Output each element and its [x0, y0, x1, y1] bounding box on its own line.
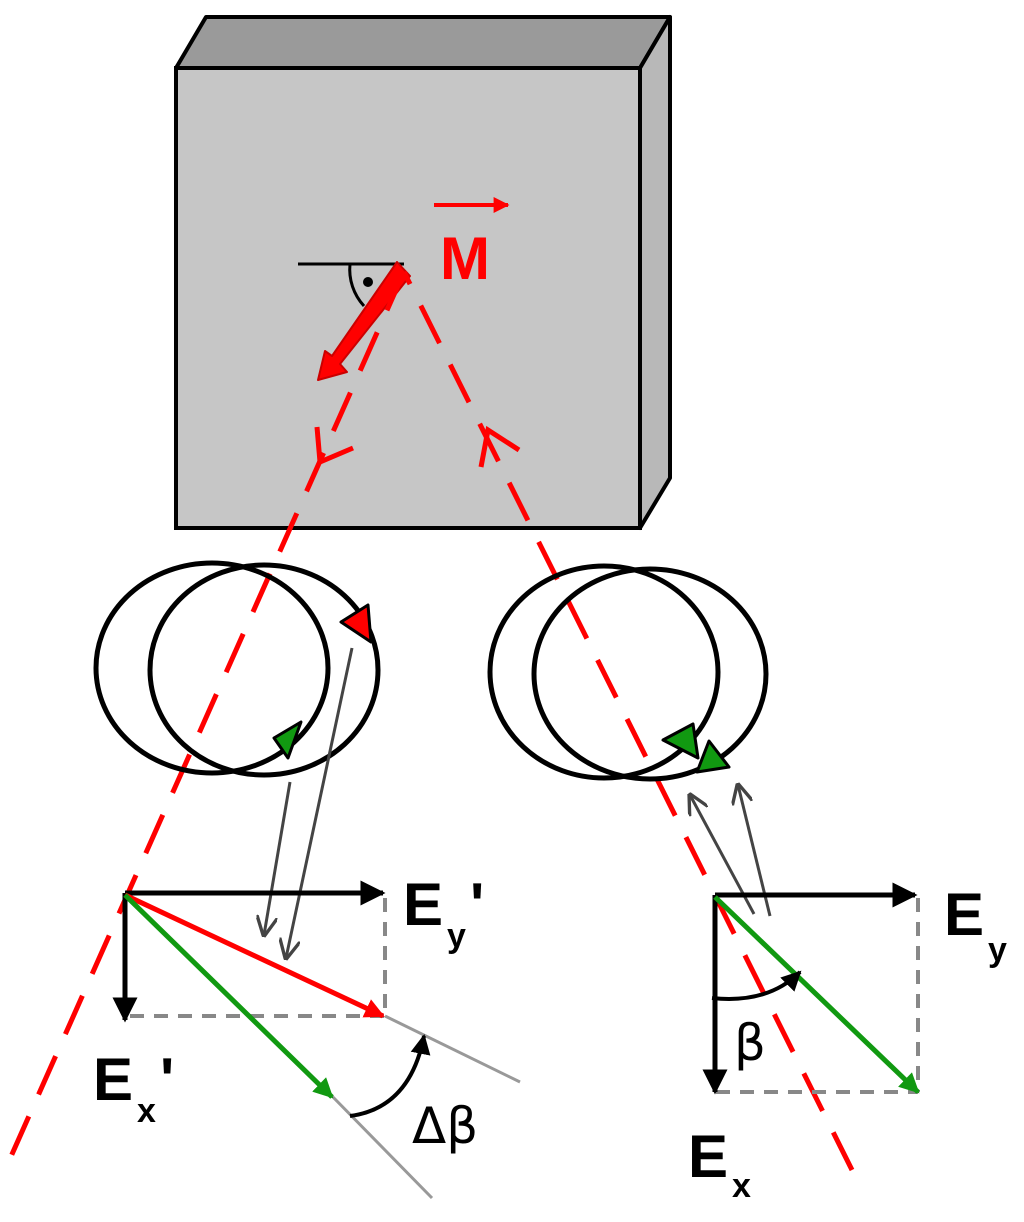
slab-front-face	[174, 66, 642, 530]
delta-beta-label: Δβ	[412, 1097, 478, 1155]
incident-polarization-circles	[487, 563, 769, 782]
beam-direction-arrows	[314, 425, 521, 468]
rotation-marker-green-a	[661, 722, 700, 760]
incident-direction-chevron	[478, 425, 521, 468]
magnetization-label: M	[440, 225, 490, 292]
angle-arc	[348, 263, 366, 308]
right-angle-dot	[363, 277, 373, 287]
delta-beta-arc	[349, 1034, 431, 1118]
ey-label: Ey	[944, 881, 1007, 969]
reflected-polarization-circles	[93, 560, 381, 778]
rotation-marker-green-b	[695, 739, 731, 774]
slab-side-face	[638, 15, 672, 530]
circle-right	[531, 566, 769, 782]
guide-arrow	[286, 647, 354, 958]
reflected-beam	[2, 270, 407, 1172]
magnetic-sample-slab	[174, 15, 672, 530]
beta-label: β	[734, 1014, 766, 1072]
circle-left	[93, 560, 331, 776]
circle-right	[147, 562, 381, 778]
slab-top-face	[174, 15, 672, 70]
reflected-direction-chevron	[314, 426, 354, 466]
circle-left	[487, 563, 721, 781]
magnetization-vector: M	[298, 197, 510, 381]
guide-arrow	[264, 781, 292, 935]
angle-reference-line	[384, 1014, 521, 1084]
beta-arc	[711, 970, 802, 1001]
incident-field-vector	[713, 895, 920, 1094]
reflected-field-vector	[123, 892, 385, 1019]
incident-field-vector	[123, 893, 334, 1099]
light-beam	[2, 270, 855, 1172]
incident-beam	[401, 270, 855, 1172]
angle-reference-line	[328, 1092, 434, 1200]
rotation-marker-green-left	[272, 720, 303, 760]
rotation-marker-red	[339, 603, 373, 644]
guide-arrows	[264, 647, 772, 958]
